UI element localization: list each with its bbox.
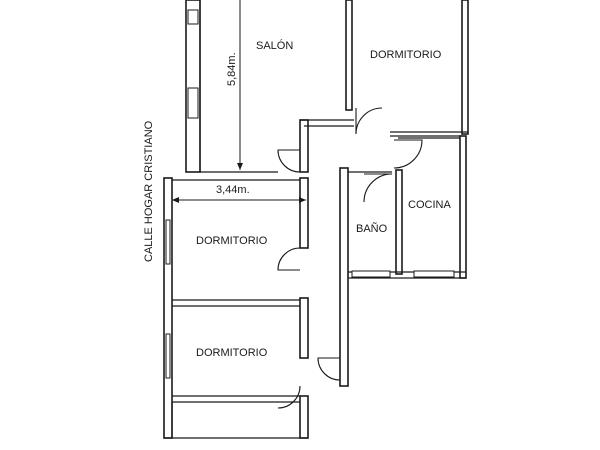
room-label-salon: SALÓN <box>256 39 293 52</box>
room-label-dormitorio-mid: DORMITORIO <box>196 235 268 247</box>
bedroom-block-walls <box>163 177 309 439</box>
dimension-label-bedroom-width: 3,44m. <box>216 184 250 196</box>
exterior-left-wall <box>185 0 201 173</box>
dimension-bedroom-width <box>172 197 306 203</box>
room-label-cocina: COCINA <box>408 199 451 211</box>
room-label-bano: BAÑO <box>356 222 388 235</box>
dormitorio-top-walls <box>390 0 469 137</box>
room-label-dormitorio-bottom: DORMITORIO <box>196 347 268 359</box>
dimension-label-salon-height: 5,84m. <box>226 52 238 86</box>
salon-walls <box>199 0 354 173</box>
street-label: CALLE HOGAR CRISTIANO <box>143 120 155 262</box>
doors <box>277 107 423 409</box>
room-label-dormitorio-top: DORMITORIO <box>370 49 442 61</box>
bano-cocina-walls <box>339 135 467 387</box>
